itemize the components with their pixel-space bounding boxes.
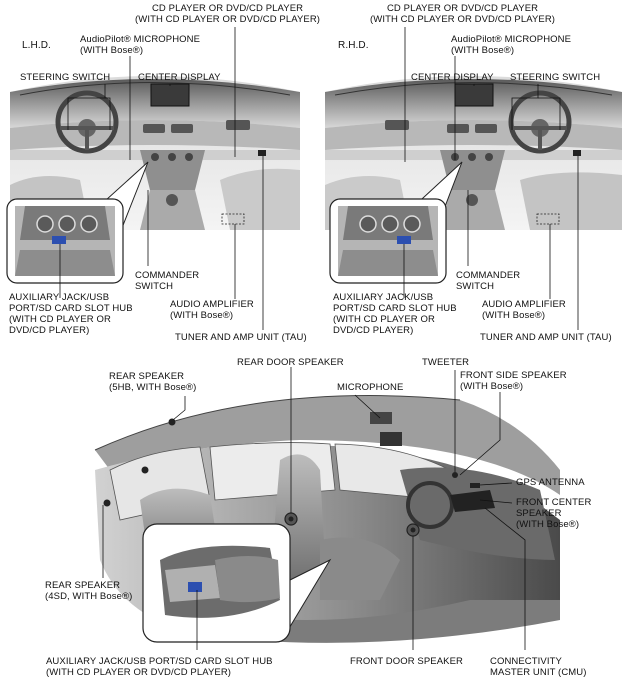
rhd-audiopilot-label: AudioPilot® MICROPHONE (WITH Bose®) xyxy=(451,34,572,56)
cabin-aux-hub-label: AUXILIARY JACK/USB PORT/SD CARD SLOT HUB… xyxy=(46,656,273,678)
leader-lines xyxy=(59,27,579,650)
lhd-cd-player-label: CD PLAYER OR DVD/CD PLAYER (WITH CD PLAY… xyxy=(135,3,321,25)
lhd-commander-switch-label: COMMANDER SWITCH xyxy=(135,270,200,292)
tweeter-label: TWEETER xyxy=(422,357,470,368)
rhd-aux-hub-label: AUXILIARY JACK/USB PORT/SD CARD SLOT HUB… xyxy=(333,292,457,336)
rear-door-speaker-label: REAR DOOR SPEAKER xyxy=(237,357,344,368)
lhd-dashboard-illustration xyxy=(10,76,300,230)
rear-speaker-4sd-label: REAR SPEAKER (4SD, WITH Bose®) xyxy=(45,580,133,602)
lhd-side-label: L.H.D. xyxy=(22,40,51,51)
cabin-aux-inset xyxy=(142,523,332,643)
rear-speaker-5hb-label: REAR SPEAKER (5HB, WITH Bose®) xyxy=(109,371,197,393)
lhd-tuner-label: TUNER AND AMP UNIT (TAU) xyxy=(175,332,307,343)
gps-antenna-label: GPS ANTENNA xyxy=(516,477,585,488)
lhd-audio-amp-label: AUDIO AMPLIFIER (WITH Bose®) xyxy=(170,299,254,321)
lhd-aux-inset xyxy=(6,161,149,284)
rhd-side-label: R.H.D. xyxy=(338,40,369,51)
lhd-center-display-label: CENTER DISPLAY xyxy=(138,72,221,83)
cmu-label: CONNECTIVITY MASTER UNIT (CMU) xyxy=(490,656,587,678)
front-side-speaker-label: FRONT SIDE SPEAKER (WITH Bose®) xyxy=(460,370,567,392)
lhd-audiopilot-label: AudioPilot® MICROPHONE (WITH Bose®) xyxy=(80,34,201,56)
rhd-center-display-label: CENTER DISPLAY xyxy=(411,72,494,83)
rhd-cd-player-label: CD PLAYER OR DVD/CD PLAYER (WITH CD PLAY… xyxy=(370,3,556,25)
rhd-aux-inset xyxy=(329,161,463,284)
rhd-commander-switch-label: COMMANDER SWITCH xyxy=(456,270,521,292)
rhd-audio-amp-label: AUDIO AMPLIFIER (WITH Bose®) xyxy=(482,299,566,321)
rhd-dashboard-illustration xyxy=(325,76,622,230)
rhd-steering-switch-label: STEERING SWITCH xyxy=(510,72,601,83)
rhd-tuner-label: TUNER AND AMP UNIT (TAU) xyxy=(480,332,612,343)
microphone-label: MICROPHONE xyxy=(337,382,404,393)
front-center-speaker-label: FRONT CENTER SPEAKER (WITH Bose®) xyxy=(516,497,592,530)
front-door-speaker-label: FRONT DOOR SPEAKER xyxy=(350,656,464,667)
lhd-steering-switch-label: STEERING SWITCH xyxy=(20,72,111,83)
lhd-aux-hub-label: AUXILIARY JACK/USB PORT/SD CARD SLOT HUB… xyxy=(9,292,133,336)
